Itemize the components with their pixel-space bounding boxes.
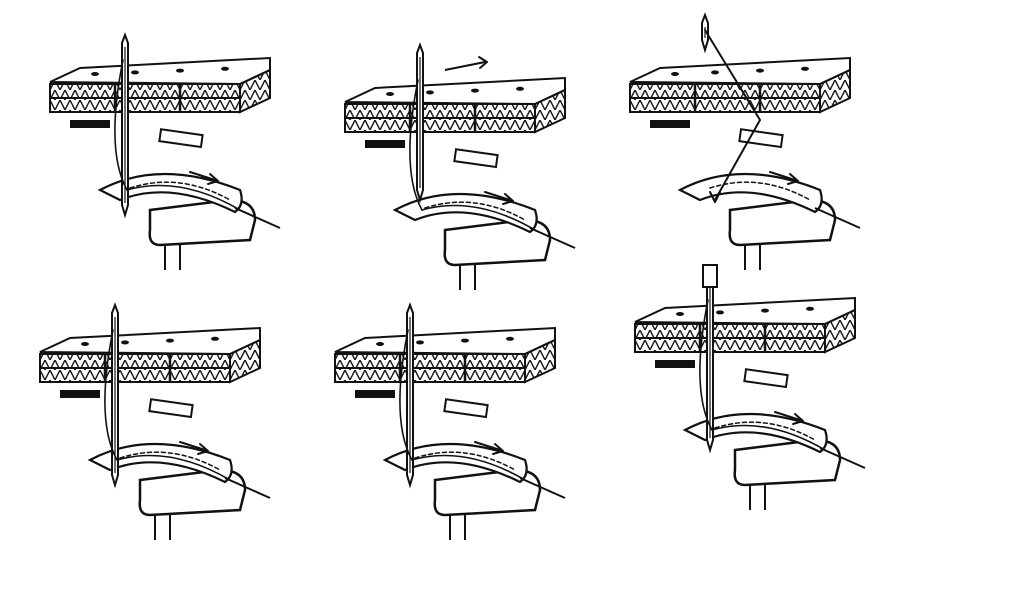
needle bbox=[406, 302, 414, 489]
layered-board bbox=[49, 56, 271, 149]
layered-board bbox=[634, 296, 856, 389]
curved-hook bbox=[677, 171, 861, 229]
thread bbox=[399, 329, 526, 481]
panel-step-4 bbox=[39, 302, 271, 540]
panel-step-6 bbox=[634, 264, 866, 510]
thread bbox=[704, 29, 761, 203]
thread bbox=[114, 59, 241, 211]
layered-board bbox=[344, 76, 566, 169]
curved-hook bbox=[682, 411, 866, 469]
needle bbox=[702, 264, 718, 454]
curved-hook bbox=[97, 171, 281, 229]
layered-board bbox=[334, 326, 556, 419]
panel-step-3 bbox=[629, 12, 861, 270]
thread bbox=[699, 299, 826, 451]
needle bbox=[701, 12, 709, 54]
needle bbox=[121, 32, 129, 219]
panel-step-1 bbox=[49, 32, 281, 270]
curved-hook bbox=[392, 191, 576, 249]
needle bbox=[111, 302, 119, 489]
needle bbox=[416, 42, 424, 204]
panel-step-5 bbox=[334, 302, 566, 540]
panel-step-2 bbox=[344, 42, 576, 290]
thread bbox=[409, 56, 536, 231]
layered-board bbox=[629, 56, 851, 149]
curved-hook bbox=[382, 441, 566, 499]
curved-hook bbox=[87, 441, 271, 499]
thread bbox=[104, 329, 231, 481]
layered-board bbox=[39, 326, 261, 419]
